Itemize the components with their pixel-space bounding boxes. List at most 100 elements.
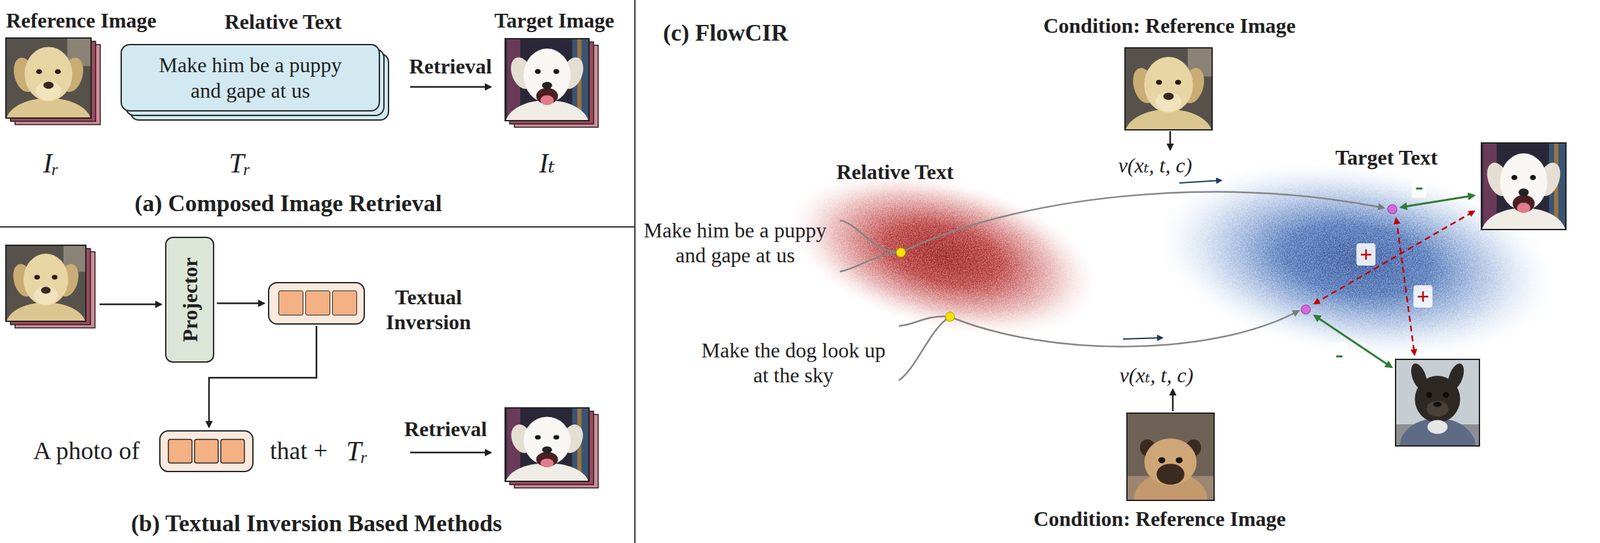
flow-trajectory [950, 310, 1299, 346]
dog-part [1511, 174, 1518, 181]
photo-frame [505, 407, 590, 481]
dog-part [541, 446, 552, 453]
token-square [194, 438, 219, 463]
image-heading: Reference Image [5, 7, 157, 33]
dog-part [1518, 188, 1529, 196]
dog-photo [5, 245, 86, 348]
panel-divider [634, 0, 636, 543]
dog-part [540, 457, 554, 467]
dog-part [1158, 456, 1166, 463]
distribution-label: Relative Text [836, 159, 954, 185]
flow-trajectory [900, 191, 1384, 253]
image-stack [5, 245, 96, 348]
cloud-haze [765, 139, 1122, 369]
math-symbol: Iₜ [539, 146, 555, 180]
dog-part [1433, 401, 1443, 407]
retrieval-arrow [410, 451, 491, 454]
dog-part [540, 95, 554, 105]
velocity-arrow [1179, 180, 1222, 183]
photo-frame [5, 38, 92, 118]
dog-part [34, 274, 40, 280]
image-heading: Condition: Reference Image [1043, 13, 1296, 39]
token-sequence [159, 430, 253, 472]
token-square [220, 438, 245, 463]
cloud-grain [1136, 133, 1578, 387]
dog-part [1163, 92, 1175, 100]
photo-frame [1126, 412, 1215, 500]
dog-photo [1124, 47, 1213, 159]
image-stack [5, 38, 101, 147]
dog-photo [1481, 142, 1566, 260]
dog-photo [5, 38, 92, 147]
photo-frame [5, 245, 86, 322]
condition-arrow [1172, 389, 1175, 411]
dog-part [553, 434, 560, 439]
dog-part [534, 434, 541, 439]
dog-part [1427, 419, 1448, 434]
condition-image-node: Condition: Reference Image [1126, 412, 1215, 500]
dog-part [1426, 391, 1433, 398]
prompt-text: that + [269, 435, 328, 466]
math-symbol: Iᵣ [43, 146, 59, 180]
distribution-label: Target Text [1335, 144, 1438, 170]
panel-caption: (c) FlowCIR [663, 19, 789, 48]
photo-frame [1395, 359, 1480, 446]
box-heading: Relative Text [224, 9, 343, 35]
arrow-connector [216, 302, 265, 305]
dog-part [41, 286, 52, 293]
image-stack [505, 407, 599, 507]
dog-part [43, 81, 54, 89]
dog-part [1442, 391, 1449, 398]
condition-arrow [1169, 131, 1172, 150]
text-tendril [898, 316, 951, 326]
cloud-haze [1136, 133, 1578, 387]
dog-part [55, 69, 61, 75]
negative-sign: - [1411, 174, 1427, 198]
positive-sign: + [1356, 243, 1376, 266]
token-square [278, 290, 304, 316]
dog-part [1155, 79, 1162, 86]
prompt-text: A photo of [33, 435, 141, 466]
target-text-distribution [1136, 133, 1578, 387]
positive-pair-arrow [1396, 218, 1415, 355]
relative-text: Make him be a puppy and gape at us [152, 52, 349, 103]
projector-box: Projector [165, 236, 215, 363]
relative-text-sample: Make the dog look up at the sky [695, 337, 892, 388]
velocity-formula: v(xₜ, t, c) [1118, 152, 1193, 178]
positive-sign: + [1413, 285, 1433, 308]
math-symbol: Tᵣ [228, 146, 251, 180]
dog-part [1529, 174, 1536, 181]
text-tendril [839, 252, 901, 272]
relative-text-sample: Make him be a puppy and gape at us [636, 217, 834, 268]
dog-part [541, 81, 552, 90]
embedding-dot [1387, 204, 1397, 214]
negative-pair-arrow [1400, 195, 1475, 208]
dog-part [34, 286, 59, 305]
image-heading: Target Image [494, 7, 615, 33]
velocity-formula: v(xₜ, t, c) [1119, 362, 1194, 388]
panel-caption: (b) Textual Inversion Based Methods [131, 509, 502, 538]
dog-part [51, 274, 58, 280]
projector-label: Projector [176, 256, 202, 342]
dog-part [1156, 463, 1185, 485]
token-heading: Textual Inversion [379, 284, 478, 335]
dog-part [36, 69, 42, 75]
cloud-grain [765, 139, 1122, 369]
relative-text-box: Relative TextMake him be a puppy and gap… [120, 43, 381, 112]
dog-photo [505, 38, 590, 150]
token-square [305, 290, 331, 316]
embedding-dot [1301, 304, 1311, 314]
panel-caption: (a) Composed Image Retrieval [134, 189, 443, 218]
flow-arrow [209, 325, 317, 427]
dog-part [1516, 202, 1531, 213]
arrow-connector [410, 85, 491, 88]
edge-label: Retrieval [408, 53, 492, 78]
dog-part [1399, 418, 1475, 446]
dog-part [1175, 456, 1183, 463]
embedding-dot [896, 247, 906, 257]
image-heading: Condition: Reference Image [1033, 505, 1286, 531]
negative-sign: - [1332, 342, 1347, 366]
text-tendril [898, 316, 951, 381]
target-image-node: Target Image [505, 38, 590, 121]
dog-part [534, 68, 541, 75]
